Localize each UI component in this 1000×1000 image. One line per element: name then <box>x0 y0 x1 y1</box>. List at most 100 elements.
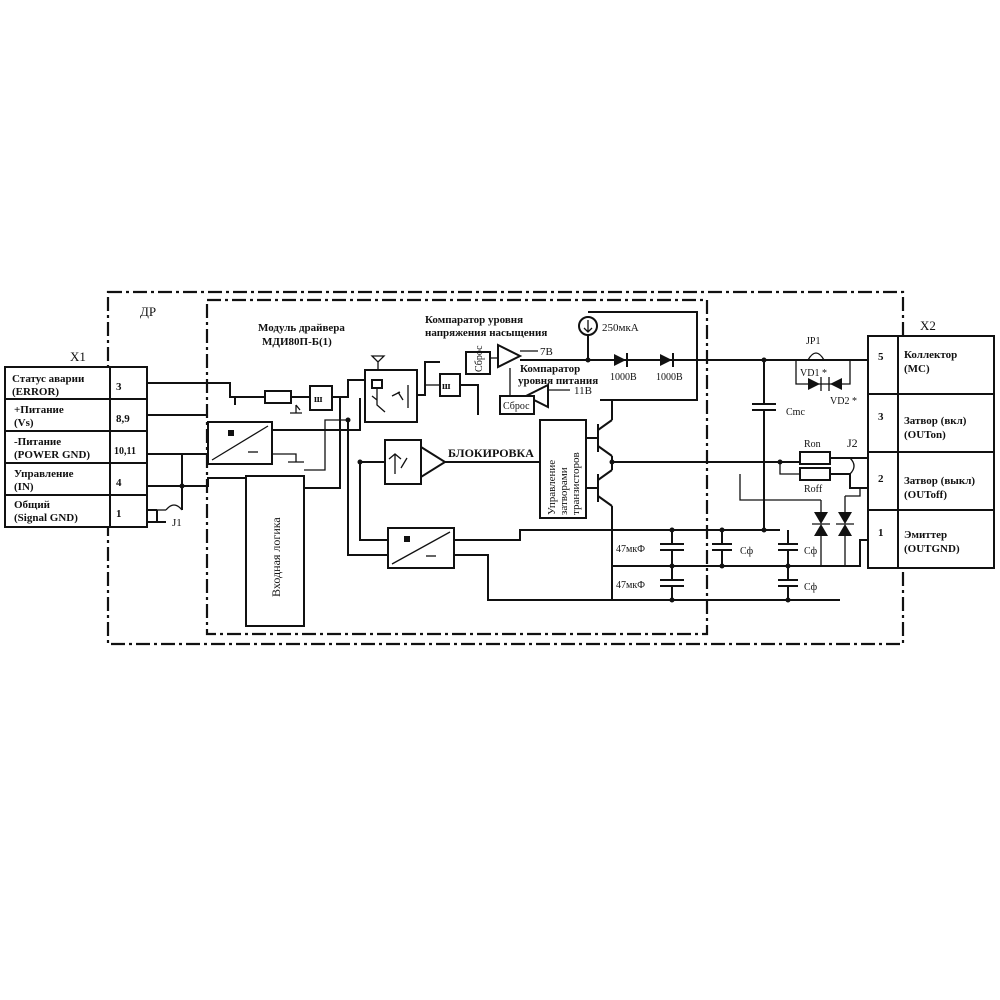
j2-label: J2 <box>847 436 858 450</box>
cap-47uf-1-label: 47мкФ <box>616 544 645 555</box>
dcdc-converter-1 <box>207 421 273 465</box>
svg-text:(MC): (MC) <box>904 363 930 375</box>
x1-row-in: Управление (IN) 4 <box>14 468 122 493</box>
x2-pin-emitter: 1 <box>878 527 884 539</box>
x1-row-vs: +Питание (Vs) 8,9 <box>14 404 130 429</box>
ron-label: Ron <box>804 439 821 450</box>
j2-jumper <box>849 457 855 475</box>
x1-row-error: Статус аварии (ERROR) 3 <box>12 373 122 398</box>
diode-vd2 <box>828 377 842 391</box>
sat-reset-box <box>465 351 491 375</box>
svg-text:Управление: Управление <box>14 468 74 480</box>
x1-pin-in: 4 <box>116 477 122 489</box>
sat-comparator-label-2: напряжения насыщения <box>425 327 547 339</box>
x1-row-signal-gnd: Общий (Signal GND) 1 <box>14 499 122 524</box>
tvs-diode-1 <box>812 500 830 566</box>
capacitor-cmc <box>752 360 776 530</box>
diode-vd1 <box>808 377 822 391</box>
sat-comparator-label-1: Компаратор уровня <box>425 314 523 326</box>
vd2-label: VD2 * <box>830 396 857 407</box>
svg-text:+Питание: +Питание <box>14 404 64 416</box>
gate-control-label-1: Управление <box>546 460 558 515</box>
capacitor-cf-2 <box>778 530 798 566</box>
x2-pin-collector: 5 <box>878 351 884 363</box>
x2-pin-gate-off: 2 <box>878 473 884 485</box>
cap-47uf-2-label: 47мкФ <box>616 580 645 591</box>
svg-text:(Signal GND): (Signal GND) <box>14 512 78 524</box>
capacitor-47uf-2 <box>660 566 684 600</box>
svg-text:-Питание: -Питание <box>14 436 61 448</box>
outer-frame-label: ДР <box>140 304 156 319</box>
gate-control-label-2: затворами <box>558 467 570 515</box>
current-source-label: 250мкА <box>602 322 639 334</box>
cap-cf-1-label: Сф <box>740 546 754 557</box>
x2-pin-gate-on: 3 <box>878 411 884 423</box>
x2-connector <box>867 335 995 569</box>
sup-reset-label: Сброс <box>503 401 530 412</box>
sup-comparator <box>523 383 549 409</box>
svg-text:Общий: Общий <box>14 499 51 511</box>
j1-label: J1 <box>172 517 182 529</box>
junction-dots <box>179 357 791 603</box>
diode-2-label: 1000В <box>656 372 683 383</box>
svg-text:ш: ш <box>314 394 323 405</box>
sat-reset-label: Сброс <box>474 345 485 372</box>
gate-control-block <box>539 419 587 519</box>
svg-text:Статус аварии: Статус аварии <box>12 373 85 385</box>
capacitor-cf-1 <box>712 530 732 566</box>
wire-in <box>147 477 248 487</box>
x2-row-collector: 5 Коллектор (MC) <box>878 349 957 375</box>
resistor-ron <box>799 451 831 465</box>
x2-row-gate-on: 3 Затвор (вкл) (OUTon) <box>878 411 967 441</box>
svg-text:Затвор (выкл): Затвор (выкл) <box>904 475 975 487</box>
resistor-error <box>264 390 292 404</box>
diode-1000v-2 <box>660 353 674 367</box>
svg-text:(Vs): (Vs) <box>14 417 34 429</box>
sup-comparator-label-1: Компаратор <box>520 363 580 375</box>
x1-label: X1 <box>70 349 86 364</box>
sup-comparator-label-2: уровня питания <box>518 375 598 387</box>
current-source-250ua <box>578 316 598 336</box>
capacitor-cf-3 <box>778 566 798 600</box>
optocoupler <box>364 355 418 423</box>
svg-text:(OUToff): (OUToff) <box>904 489 947 501</box>
roff-label: Roff <box>804 484 823 495</box>
x2-row-emitter: 1 Эмиттер (OUTGND) <box>878 527 960 555</box>
x2-label: X2 <box>920 318 936 333</box>
module-frame <box>205 298 709 636</box>
sat-ref-label: 7В <box>540 346 553 358</box>
svg-text:ш: ш <box>442 381 451 392</box>
x2-row-gate-off: 2 Затвор (выкл) (OUToff) <box>878 473 975 501</box>
cmc-label: Cmc <box>786 407 805 418</box>
sat-comparator <box>497 343 523 369</box>
x1-pin-power-gnd: 10,11 <box>114 446 136 457</box>
resistor-roff <box>799 467 831 481</box>
module-title-line1: Модуль драйвера <box>258 322 345 334</box>
module-title-line2: МДИ80П-Б(1) <box>262 336 332 348</box>
x1-connector <box>4 366 148 528</box>
svg-text:Коллектор: Коллектор <box>904 349 957 361</box>
svg-text:(ERROR): (ERROR) <box>12 386 59 398</box>
svg-text:Эмиттер: Эмиттер <box>904 529 947 541</box>
gate-control-label-3: транзисторов <box>570 452 582 515</box>
outer-frame-dr <box>106 290 905 646</box>
cap-cf-3-label: Сф <box>804 582 818 593</box>
sup-ref-label: 11В <box>574 385 592 397</box>
lockout-label: БЛОКИРОВКА <box>448 446 534 460</box>
x1-pin-error: 3 <box>116 381 122 393</box>
svg-text:(IN): (IN) <box>14 481 34 493</box>
tvs-diode-2 <box>836 496 854 566</box>
x1-row-power-gnd: -Питание (POWER GND) 10,11 <box>14 436 136 461</box>
x1-pin-signal-gnd: 1 <box>116 508 122 520</box>
j1-jumper <box>147 504 183 523</box>
diode-1000v-1 <box>614 353 628 367</box>
input-logic-block <box>245 475 305 627</box>
cap-cf-2-label: Сф <box>804 546 818 557</box>
svg-text:(POWER GND): (POWER GND) <box>14 449 90 461</box>
output-transistor-top <box>586 419 613 457</box>
jp1-label: JP1 <box>806 336 820 347</box>
jp1-jumper <box>807 352 825 361</box>
capacitor-47uf-1 <box>660 530 684 566</box>
svg-text:(OUTGND): (OUTGND) <box>904 543 960 555</box>
